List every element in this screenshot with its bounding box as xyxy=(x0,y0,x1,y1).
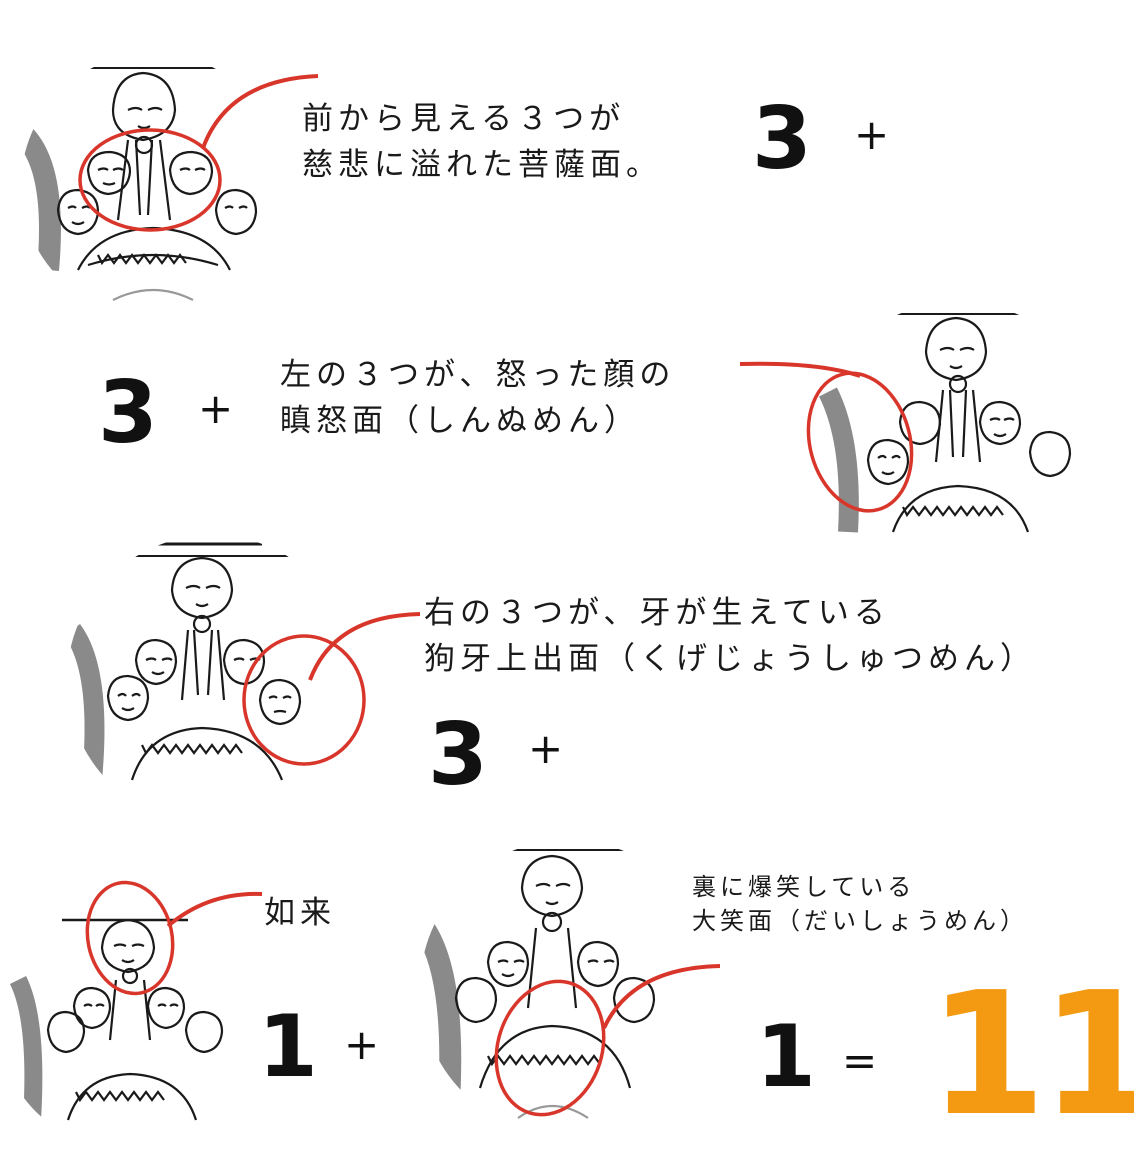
illustration-right-faces xyxy=(72,540,372,790)
kannon-statue-illustration xyxy=(18,40,288,310)
count-front: 3 xyxy=(752,96,812,182)
kannon-statue-illustration xyxy=(72,540,372,790)
illustration-left-faces xyxy=(808,292,1080,542)
caption-line: 右の３つが、牙が生えている xyxy=(424,590,1036,636)
pointer-line xyxy=(203,76,318,148)
caption-line: 左の３つが、怒った顔の xyxy=(280,352,675,398)
caption-angry-faces: 左の３つが、怒った顔の 瞋怒面（しんぬめん） xyxy=(280,352,675,444)
caption-nyorai: 如来 xyxy=(264,890,336,936)
highlight-circle xyxy=(794,361,927,522)
caption-front-faces: 前から見える３つが 慈悲に溢れた菩薩面。 xyxy=(302,96,662,188)
kannon-statue-illustration xyxy=(418,828,718,1128)
count-right: 3 xyxy=(428,712,488,798)
count-nyorai: 1 xyxy=(258,1004,318,1090)
count-laughing: 1 xyxy=(756,1014,816,1100)
pointer-line xyxy=(604,966,720,1028)
caption-line: 前から見える３つが xyxy=(302,96,662,142)
equals-operator: = xyxy=(842,1040,877,1082)
illustration-front-faces xyxy=(18,40,288,310)
illustration-laughing-face xyxy=(418,828,718,1128)
plus-operator: + xyxy=(198,388,233,430)
illustration-nyorai xyxy=(18,880,248,1120)
highlight-circle xyxy=(244,636,364,764)
pointer-line xyxy=(310,614,420,680)
plus-operator: + xyxy=(528,728,563,770)
total-count: 11 xyxy=(928,970,1134,1140)
caption-line: 狗牙上出面（くげじょうしゅつめん） xyxy=(424,636,1036,682)
caption-line: 裏に爆笑している xyxy=(692,870,1028,904)
plus-operator: + xyxy=(344,1024,379,1066)
kannon-statue-illustration xyxy=(18,880,248,1120)
caption-line: 慈悲に溢れた菩薩面。 xyxy=(302,142,662,188)
caption-fang-faces: 右の３つが、牙が生えている 狗牙上出面（くげじょうしゅつめん） xyxy=(424,590,1036,682)
caption-line: 大笑面（だいしょうめん） xyxy=(692,904,1028,938)
caption-line: 如来 xyxy=(264,890,336,936)
plus-operator: + xyxy=(854,114,889,156)
caption-laughing-face: 裏に爆笑している 大笑面（だいしょうめん） xyxy=(692,870,1028,938)
count-left: 3 xyxy=(98,370,158,456)
caption-line: 瞋怒面（しんぬめん） xyxy=(280,398,675,444)
kannon-statue-illustration xyxy=(808,292,1080,542)
